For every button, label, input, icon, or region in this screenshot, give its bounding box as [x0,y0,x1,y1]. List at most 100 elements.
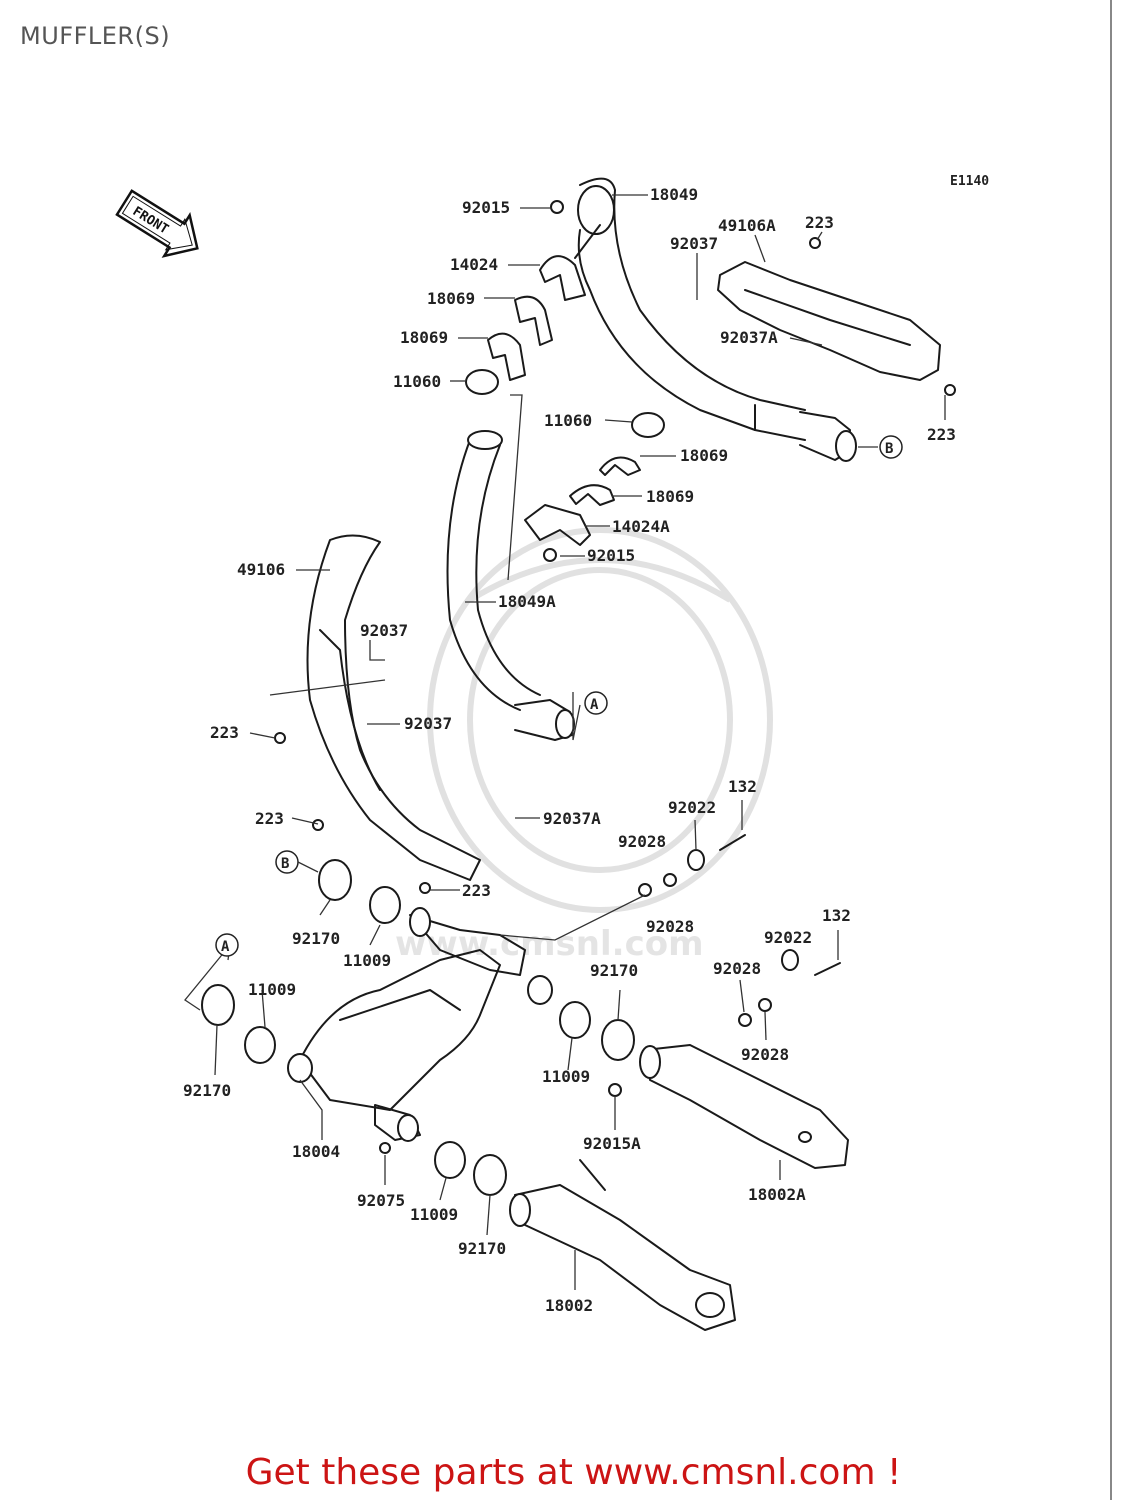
promo-link-text[interactable]: Get these parts at www.cmsnl.com ! [245,1452,902,1493]
silencer-18002A [639,1044,849,1169]
part-label: 92037A [543,809,601,828]
bolt-223-c [419,882,431,894]
part-label: 92028 [741,1045,789,1064]
diagram-code: E1140 [950,174,989,189]
clamp-18069-d [569,484,615,506]
bolt-92075 [379,1142,391,1154]
part-label: 92022 [668,798,716,817]
part-label: 18002A [748,1185,806,1204]
gasket-11060-b [631,412,665,438]
part-label: 11009 [343,951,391,970]
bolt-223-a [274,732,286,744]
part-label: 92028 [618,832,666,851]
clamp-92170-b [201,984,235,1026]
nut-92028-c [738,1013,752,1027]
clamp-14024 [539,224,601,301]
nut-92028-b [663,873,677,887]
clamp-18069-c [599,456,641,476]
part-label: 92028 [646,917,694,936]
part-label: 14024A [612,517,670,536]
collar-11009-a [369,886,401,924]
part-label: 92015A [583,1134,641,1153]
part-label: 223 [255,809,284,828]
part-label: 223 [462,881,491,900]
leader-lines [184,194,946,1290]
nut-92015A [608,1083,622,1097]
svg-text:B: B [885,441,893,457]
callout-b-upper: B [858,435,903,459]
cms-watermark-logo: www.cmsnl.com [395,527,773,964]
part-label: 92075 [357,1191,405,1210]
washer-92022-b [781,949,799,971]
part-label: 11060 [544,411,592,430]
nut-92028-d [758,998,772,1012]
collar-11009-d [434,1141,466,1179]
part-label: 92028 [713,959,761,978]
callout-b-lower: B [275,850,319,874]
silencer-18002 [509,1159,736,1331]
part-label: 11009 [248,980,296,999]
part-label: 223 [805,213,834,232]
part-label: 18069 [646,487,694,506]
nut-92015-b [543,548,557,562]
part-label: 11009 [542,1067,590,1086]
part-label: 14024 [450,255,498,274]
part-label: 18004 [292,1142,340,1161]
muffler-body-18004 [287,907,553,1142]
part-label: 92037 [670,234,718,253]
part-label: 49106 [237,560,285,579]
heat-guard-49106A [717,261,941,381]
clamp-18069-a [514,295,553,346]
watermark-text: www.cmsnl.com [395,924,704,964]
nut-92028-a [638,883,652,897]
part-label: 18069 [400,328,448,347]
part-label: 18002 [545,1296,593,1315]
exploded-parts-diagram: www.cmsnl.com FRONT [115,174,989,1331]
part-label: 92037 [404,714,452,733]
front-arrow-icon: FRONT [115,189,199,258]
part-label: 92015 [587,546,635,565]
part-label: 92170 [590,961,638,980]
part-label: 92170 [183,1081,231,1100]
part-label: 92037A [720,328,778,347]
part-label: 18069 [427,289,475,308]
part-label: 92015 [462,198,510,217]
part-label: 49106A [718,216,776,235]
heat-guard-49106 [306,534,481,881]
clamp-14024A [524,504,591,546]
part-label: 11060 [393,372,441,391]
clamp-92170-d [473,1154,507,1196]
part-labels: 92015 18049 49106A 223 14024 92037 18069… [183,185,956,1315]
part-label: 92022 [764,928,812,947]
callout-a-mid: A [584,691,608,715]
bolt-223-e [944,384,956,396]
part-label: 18049 [650,185,698,204]
bolt-223-b [312,819,324,831]
svg-text:B: B [281,856,289,872]
part-label: 18049A [498,592,556,611]
bolt-132-b [814,962,841,976]
svg-text:A: A [590,697,599,713]
clamp-92170-c [601,1019,635,1061]
clamp-18069-b [487,332,526,381]
gasket-11060-a [465,369,499,395]
exhaust-pipe-18049A [446,394,575,741]
part-label: 11009 [410,1205,458,1224]
page-title: MUFFLER(S) [20,22,171,50]
part-label: 132 [822,906,851,925]
bolt-132-a [719,834,746,851]
part-label: 223 [927,425,956,444]
part-label: 92170 [458,1239,506,1258]
nut-92015-a [550,200,564,214]
bolt-223-d [809,237,821,249]
part-label: 18069 [680,446,728,465]
part-label: 132 [728,777,757,796]
clamp-92170-a [318,859,352,901]
svg-text:A: A [221,939,230,955]
part-label: 223 [210,723,239,742]
right-divider [1110,0,1112,1500]
exhaust-pipe-18049 [577,177,857,462]
callout-a-lower: A [215,933,239,957]
washer-92022-a [687,849,705,871]
